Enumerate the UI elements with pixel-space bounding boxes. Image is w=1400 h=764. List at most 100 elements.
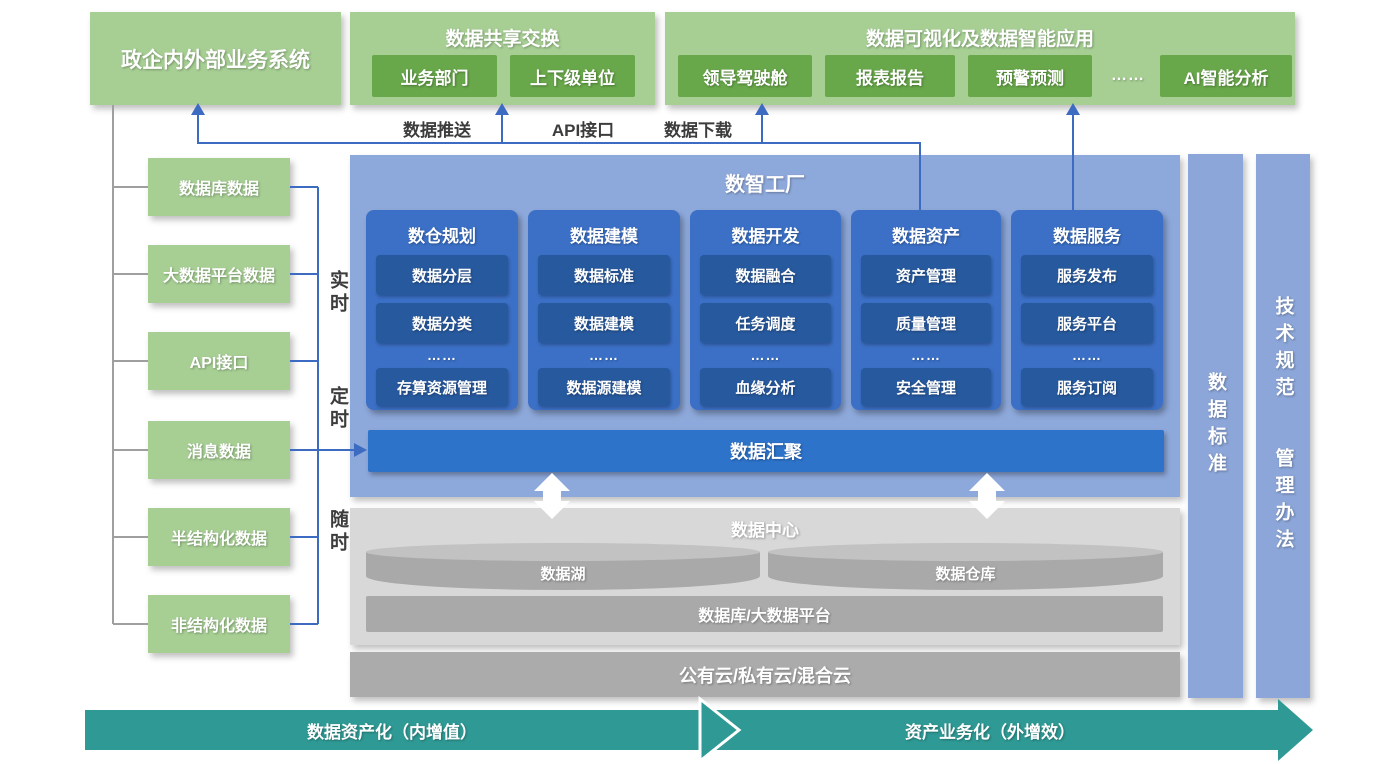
external-business-system-label: 政企内外部业务系统 (121, 48, 310, 72)
smart-factory-title: 数智工厂 (725, 173, 805, 196)
early-warning-label: 预警预测 (996, 68, 1064, 88)
column-item-label: 血缘分析 (735, 379, 796, 397)
cylinder-top-ellipse (768, 543, 1163, 561)
column-item: 安全管理 (861, 368, 991, 406)
column-item-label: 任务调度 (735, 315, 796, 333)
column-item: 存算资源管理 (376, 368, 508, 406)
tech-spec-label: 技术规范 (1272, 296, 1294, 404)
column-ellipsis: …… (427, 347, 457, 363)
column-ellipsis: …… (589, 347, 619, 363)
data-sharing-exchange-title: 数据共享交换 (445, 28, 560, 50)
column-title: 数据服务 (1053, 226, 1121, 246)
column-item-label: 数据源建模 (566, 379, 642, 397)
source-api-label: API接口 (189, 355, 249, 372)
source-bigdata-platform-box: 大数据平台数据 (148, 245, 290, 303)
column-item-label: 服务发布 (1056, 267, 1117, 285)
business-dept-box: 业务部门 (372, 55, 497, 97)
timing-realtime-label: 实时 (327, 270, 348, 316)
column-item-label: 服务平台 (1056, 315, 1117, 333)
column-item: 数据融合 (700, 255, 831, 295)
column-title: 数据资产 (892, 226, 960, 246)
column-item: 数据分类 (376, 303, 508, 343)
superior-subordinate-box: 上下级单位 (510, 55, 635, 97)
data-warehouse-cylinder: 数据仓库 (768, 543, 1163, 590)
data-visualization-apps-box: 数据可视化及数据智能应用 领导驾驶舱 报表报告 预警预测 …… AI智能分析 (665, 12, 1295, 105)
source-unstructured-box: 非结构化数据 (148, 595, 290, 653)
data-visualization-apps-title: 数据可视化及数据智能应用 (865, 28, 1094, 50)
gray-source-lines (112, 105, 148, 625)
leader-cockpit-box: 领导驾驶舱 (678, 55, 812, 97)
column-ellipsis: …… (1072, 347, 1102, 363)
external-business-system-box: 政企内外部业务系统 (90, 12, 341, 105)
source-database-box: 数据库数据 (148, 158, 290, 216)
column-item: 质量管理 (861, 303, 991, 343)
column-item-label: 安全管理 (895, 379, 956, 397)
column-item: 资产管理 (861, 255, 991, 295)
column-item: 服务发布 (1021, 255, 1153, 295)
factory-column-warehouse-planning: 数仓规划 数据分层 数据分类 …… 存算资源管理 (366, 210, 518, 410)
data-standard-label: 数据标准 (1205, 372, 1226, 480)
api-interface-flow-label: API接口 (551, 120, 615, 140)
source-database-label: 数据库数据 (178, 181, 259, 198)
column-item: 服务平台 (1021, 303, 1153, 343)
data-center-title: 数据中心 (731, 520, 799, 540)
data-sharing-exchange-box: 数据共享交换 业务部门 上下级单位 (350, 12, 655, 105)
column-ellipsis: …… (911, 347, 941, 363)
column-item-label: 数据融合 (735, 267, 796, 285)
source-semistructured-label: 半结构化数据 (170, 531, 267, 548)
data-warehouse-label: 数据仓库 (935, 565, 996, 583)
factory-column-data-development: 数据开发 数据融合 任务调度 …… 血缘分析 (690, 210, 841, 410)
timing-anytime-label: 随时 (327, 509, 348, 555)
factory-column-data-services: 数据服务 服务发布 服务平台 …… 服务订阅 (1011, 210, 1163, 410)
tech-spec-management-bar: 技术规范 管理办法 (1256, 154, 1310, 698)
cloud-bar: 公有云/私有云/混合云 (350, 652, 1180, 697)
cylinder-top-ellipse (366, 543, 760, 561)
timing-scheduled-label: 定时 (327, 386, 348, 432)
column-item-label: 资产管理 (895, 267, 956, 285)
factory-column-data-modeling: 数据建模 数据标准 数据建模 …… 数据源建模 (528, 210, 680, 410)
column-item-label: 存算资源管理 (396, 379, 487, 397)
column-item-label: 数据分类 (411, 315, 472, 333)
column-item: 数据标准 (538, 255, 670, 295)
data-lake-label: 数据湖 (540, 565, 586, 583)
column-item-label: 数据建模 (573, 315, 634, 333)
ai-analysis-label: AI智能分析 (1183, 68, 1269, 88)
column-item: 血缘分析 (700, 368, 831, 406)
column-item: 数据源建模 (538, 368, 670, 406)
source-semistructured-box: 半结构化数据 (148, 508, 290, 566)
management-measures-label: 管理办法 (1272, 448, 1294, 556)
column-item-label: 数据标准 (573, 267, 634, 285)
superior-subordinate-label: 上下级单位 (530, 68, 615, 88)
report-label: 报表报告 (856, 68, 924, 88)
column-title: 数据建模 (570, 226, 638, 246)
data-assetization-label: 数据资产化（内增值） (307, 722, 477, 742)
column-title: 数仓规划 (408, 226, 476, 246)
smart-factory-box: 数智工厂 数仓规划 数据分层 数据分类 …… 存算资源管理 数据建模 数据标准 … (350, 155, 1180, 497)
column-item: 服务订阅 (1021, 368, 1153, 406)
column-item: 数据分层 (376, 255, 508, 295)
data-aggregation-bar: 数据汇聚 (368, 430, 1164, 472)
database-bigdata-platform-bar: 数据库/大数据平台 (366, 596, 1163, 632)
data-download-label: 数据下载 (664, 120, 732, 140)
business-dept-label: 业务部门 (400, 68, 469, 88)
source-message-label: 消息数据 (186, 444, 251, 461)
asset-operation-label: 资产业务化（外增效） (905, 722, 1075, 742)
source-message-box: 消息数据 (148, 421, 290, 479)
data-lake-cylinder: 数据湖 (366, 543, 760, 590)
report-box: 报表报告 (825, 55, 955, 97)
source-bigdata-platform-label: 大数据平台数据 (162, 268, 275, 285)
data-standard-bar: 数据标准 (1188, 154, 1243, 698)
data-center-box: 数据中心 数据湖 数据仓库 数据库/大数据平台 (350, 508, 1180, 645)
column-item: 任务调度 (700, 303, 831, 343)
leader-cockpit-label: 领导驾驶舱 (702, 68, 788, 88)
column-item-label: 质量管理 (895, 315, 956, 333)
chevron-right-icon (698, 695, 742, 764)
database-bigdata-platform-label: 数据库/大数据平台 (698, 608, 831, 625)
column-ellipsis: …… (750, 347, 781, 363)
early-warning-box: 预警预测 (968, 55, 1092, 97)
column-title: 数据开发 (731, 226, 800, 246)
column-item-label: 数据分层 (411, 267, 472, 285)
apps-ellipsis-label: …… (1111, 67, 1145, 84)
column-item-label: 服务订阅 (1056, 379, 1117, 397)
